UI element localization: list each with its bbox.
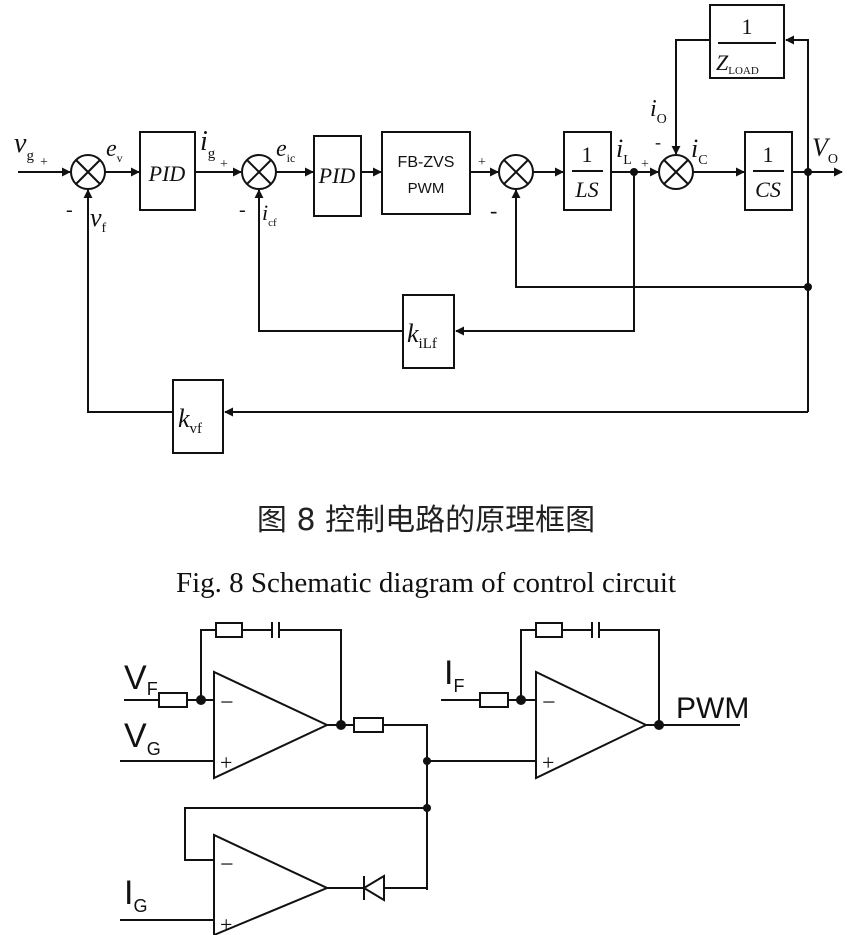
summing-junction-1 — [70, 154, 106, 190]
label-vf: vf — [90, 203, 107, 236]
summing-junction-3 — [498, 154, 534, 190]
summing-junction-4 — [658, 154, 694, 190]
label-circuit-if: IF — [444, 654, 464, 696]
caption-cn: 图 8 控制电路的原理框图 — [257, 503, 595, 538]
k-ilf-label: kiLf — [407, 319, 437, 352]
fb-zvs-pwm-block — [381, 131, 471, 215]
opamp-3-plus: + — [220, 912, 232, 935]
control-circuit: − + − + − + — [120, 622, 749, 935]
label-vg: vg — [14, 128, 34, 164]
sign-il-plus: + — [641, 157, 649, 172]
label-ic: iC — [691, 134, 708, 168]
opamp-2-minus: − — [542, 690, 556, 716]
capacitor-block-denominator: CS — [755, 177, 781, 202]
sign-vg-plus: + — [40, 155, 48, 170]
sign-junction3-plus: + — [478, 155, 486, 170]
label-io: iO — [650, 96, 667, 127]
label-vo: VO — [812, 133, 838, 167]
fb-zvs-label: FB-ZVS — [398, 154, 455, 171]
resistor-out-1 — [353, 717, 384, 733]
label-ig: ig — [200, 126, 216, 162]
label-circuit-pwm: PWM — [676, 692, 749, 725]
opamp-1-plus: + — [220, 750, 232, 775]
label-circuit-vf: VF — [124, 659, 158, 699]
resistor-fb-2 — [535, 622, 563, 638]
opamp-3-minus: − — [220, 852, 234, 878]
inductor-block-denominator: LS — [574, 177, 598, 202]
block-diagram: PID PID FB-ZVS PWM 1 LS 1 CS 1 ZLOAD kiL… — [14, 4, 843, 454]
label-circuit-ig: IG — [124, 874, 147, 916]
label-circuit-vg: VG — [124, 717, 161, 759]
k-vf-label: kvf — [178, 404, 202, 437]
label-icf: icf — [262, 200, 277, 229]
sign-icf-minus: - — [239, 199, 246, 221]
label-ev: ev — [106, 136, 123, 165]
load-block-denominator: ZLOAD — [716, 50, 759, 77]
sign-vf-minus: - — [66, 199, 73, 221]
resistor-vf — [158, 692, 188, 708]
pid-block-2-label: PID — [318, 163, 356, 188]
resistor-if — [479, 692, 509, 708]
pwm-block-label: PWM — [408, 180, 445, 197]
sign-junction3-minus: - — [490, 198, 497, 223]
pid-block-1 — [139, 131, 196, 211]
load-block-numerator: 1 — [742, 14, 753, 39]
sign-io-minus: - — [655, 132, 661, 152]
opamp-1-minus: − — [220, 690, 234, 716]
resistor-fb-1 — [215, 622, 243, 638]
load-block — [709, 4, 785, 79]
opamp-2 — [535, 670, 649, 780]
caption-en: Fig. 8 Schematic diagram of control circ… — [176, 567, 676, 599]
label-eic: eic — [276, 136, 295, 165]
label-il: iL — [616, 134, 632, 168]
pid-block-2 — [313, 135, 362, 217]
opamp-1 — [213, 670, 330, 780]
capacitor-block-numerator: 1 — [763, 142, 774, 167]
opamp-2-plus: + — [542, 750, 554, 775]
summing-junction-2 — [241, 154, 277, 190]
k-vf-block — [172, 379, 224, 454]
opamp-3 — [213, 833, 330, 935]
sign-ig-plus: + — [220, 157, 228, 172]
diode — [362, 874, 385, 902]
pid-block-1-label: PID — [148, 161, 186, 186]
inductor-block-numerator: 1 — [582, 142, 593, 167]
